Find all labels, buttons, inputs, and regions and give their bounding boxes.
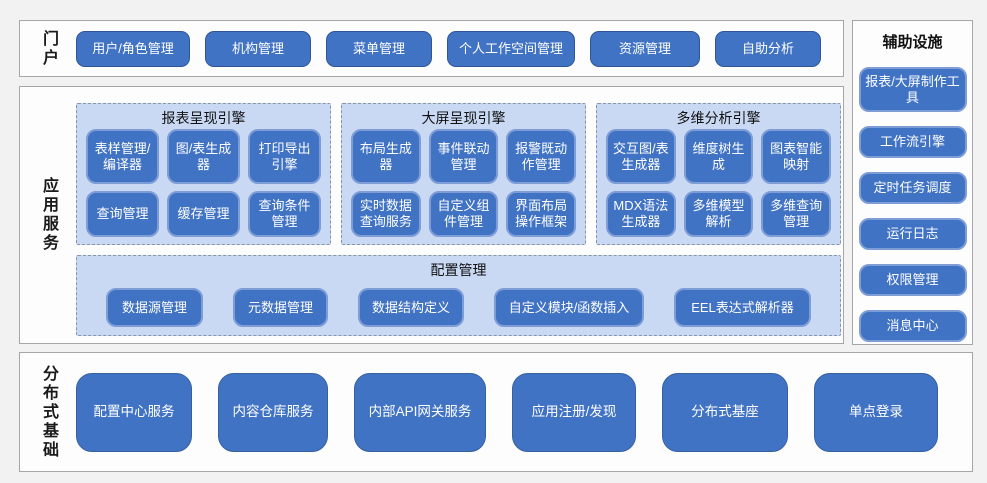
olap-engine-title: 多维分析引擎: [676, 110, 761, 126]
service-distributed-base: 分布式基座: [662, 372, 788, 452]
portal-item-workspace-mgmt: 个人工作空间管理: [447, 30, 575, 67]
auxiliary-facilities-section: 辅助设施 报表/大屏制作工具 工作流引擎 定时任务调度 运行日志 权限管理 消息…: [852, 20, 973, 345]
aux-permission-mgmt: 权限管理: [858, 264, 967, 296]
module-realtime-data-query-service: 实时数据查询服务: [351, 191, 421, 237]
auxiliary-facilities-title: 辅助设施: [882, 34, 943, 51]
aux-run-logs: 运行日志: [858, 218, 967, 250]
portal-section-label: 门户: [40, 29, 57, 68]
portal-item-resource-mgmt: 资源管理: [590, 30, 700, 67]
distributed-foundation-label: 分布式基础: [40, 364, 57, 460]
bigscreen-engine-title: 大屏呈现引擎: [421, 110, 506, 126]
portal-item-self-service-analysis: 自助分析: [715, 30, 821, 67]
aux-report-bigscreen-authoring-tool: 报表/大屏制作工具: [858, 67, 967, 112]
module-chart-table-generator: 图/表生成器: [167, 129, 240, 184]
portal-item-org-mgmt: 机构管理: [205, 30, 311, 67]
module-ui-layout-framework: 界面布局操作框架: [506, 191, 576, 237]
module-datasource-mgmt: 数据源管理: [106, 288, 203, 327]
module-data-structure-definition: 数据结构定义: [358, 288, 464, 327]
aux-scheduled-task-scheduler: 定时任务调度: [858, 172, 967, 204]
module-multidim-query-mgmt: 多维查询管理: [761, 191, 831, 237]
module-alarm-action-mgmt: 报警既动作管理: [506, 129, 576, 184]
module-query-mgmt: 查询管理: [86, 191, 159, 237]
module-eel-expression-parser: EEL表达式解析器: [674, 288, 811, 327]
app-services-section: 应用服务 报表呈现引擎 表样管理/编译器 图/表生成器 打印导出引擎 查询管理 …: [19, 86, 844, 344]
service-content-repository: 内容仓库服务: [218, 372, 328, 452]
bigscreen-engine-panel: 大屏呈现引擎 布局生成器 事件联动管理 报警既动作管理 实时数据查询服务 自定义…: [341, 103, 586, 245]
module-dimension-tree-generation: 维度树生成: [683, 129, 754, 184]
config-mgmt-title: 配置管理: [430, 262, 487, 278]
module-metadata-mgmt: 元数据管理: [233, 288, 328, 327]
report-engine-grid: 表样管理/编译器 图/表生成器 打印导出引擎 查询管理 缓存管理 查询条件管理: [77, 128, 330, 237]
auxiliary-facilities-column: 报表/大屏制作工具 工作流引擎 定时任务调度 运行日志 权限管理 消息中心: [858, 67, 967, 342]
bigscreen-engine-grid: 布局生成器 事件联动管理 报警既动作管理 实时数据查询服务 自定义组件管理 界面…: [342, 128, 585, 237]
olap-engine-grid: 交互图/表生成器 维度树生成 图表智能映射 MDX语法生成器 多维模型解析 多维…: [597, 128, 840, 237]
distributed-foundation-row: 配置中心服务 内容仓库服务 内部API网关服务 应用注册/发现 分布式基座 单点…: [76, 372, 938, 452]
portal-item-row: 用户/角色管理 机构管理 菜单管理 个人工作空间管理 资源管理 自助分析: [76, 30, 821, 67]
module-custom-module-function-insert: 自定义模块/函数插入: [494, 288, 644, 327]
module-event-linkage-mgmt: 事件联动管理: [428, 129, 499, 184]
config-mgmt-row: 数据源管理 元数据管理 数据结构定义 自定义模块/函数插入 EEL表达式解析器: [77, 288, 840, 327]
report-engine-title: 报表呈现引擎: [161, 110, 246, 126]
portal-item-user-role-mgmt: 用户/角色管理: [76, 30, 190, 67]
app-services-section-label: 应用服务: [40, 177, 57, 253]
portal-item-menu-mgmt: 菜单管理: [326, 30, 432, 67]
service-config-center: 配置中心服务: [76, 372, 192, 452]
service-single-sign-on: 单点登录: [814, 372, 938, 452]
module-print-export-engine: 打印导出引擎: [248, 129, 321, 184]
module-custom-component-mgmt: 自定义组件管理: [428, 191, 499, 237]
portal-section: 门户 用户/角色管理 机构管理 菜单管理 个人工作空间管理 资源管理 自助分析: [19, 20, 844, 77]
module-style-mgmt-compiler: 表样管理/编译器: [86, 129, 159, 184]
module-chart-smart-mapping: 图表智能映射: [761, 129, 831, 184]
service-internal-api-gateway: 内部API网关服务: [354, 372, 486, 452]
module-mdx-syntax-generator: MDX语法生成器: [606, 191, 676, 237]
aux-message-center: 消息中心: [858, 310, 967, 342]
module-cache-mgmt: 缓存管理: [167, 191, 240, 237]
report-engine-panel: 报表呈现引擎 表样管理/编译器 图/表生成器 打印导出引擎 查询管理 缓存管理 …: [76, 103, 331, 245]
service-app-registration-discovery: 应用注册/发现: [512, 372, 636, 452]
aux-workflow-engine: 工作流引擎: [858, 126, 967, 158]
olap-engine-panel: 多维分析引擎 交互图/表生成器 维度树生成 图表智能映射 MDX语法生成器 多维…: [596, 103, 841, 245]
config-mgmt-panel: 配置管理 数据源管理 元数据管理 数据结构定义 自定义模块/函数插入 EEL表达…: [76, 255, 841, 336]
app-services-content: 报表呈现引擎 表样管理/编译器 图/表生成器 打印导出引擎 查询管理 缓存管理 …: [76, 87, 843, 343]
module-multidim-model-parsing: 多维模型解析: [683, 191, 754, 237]
distributed-foundation-section: 分布式基础 配置中心服务 内容仓库服务 内部API网关服务 应用注册/发现 分布…: [19, 352, 973, 472]
module-query-condition-mgmt: 查询条件管理: [248, 191, 321, 237]
module-interactive-chart-generator: 交互图/表生成器: [606, 129, 676, 184]
module-layout-generator: 布局生成器: [351, 129, 421, 184]
